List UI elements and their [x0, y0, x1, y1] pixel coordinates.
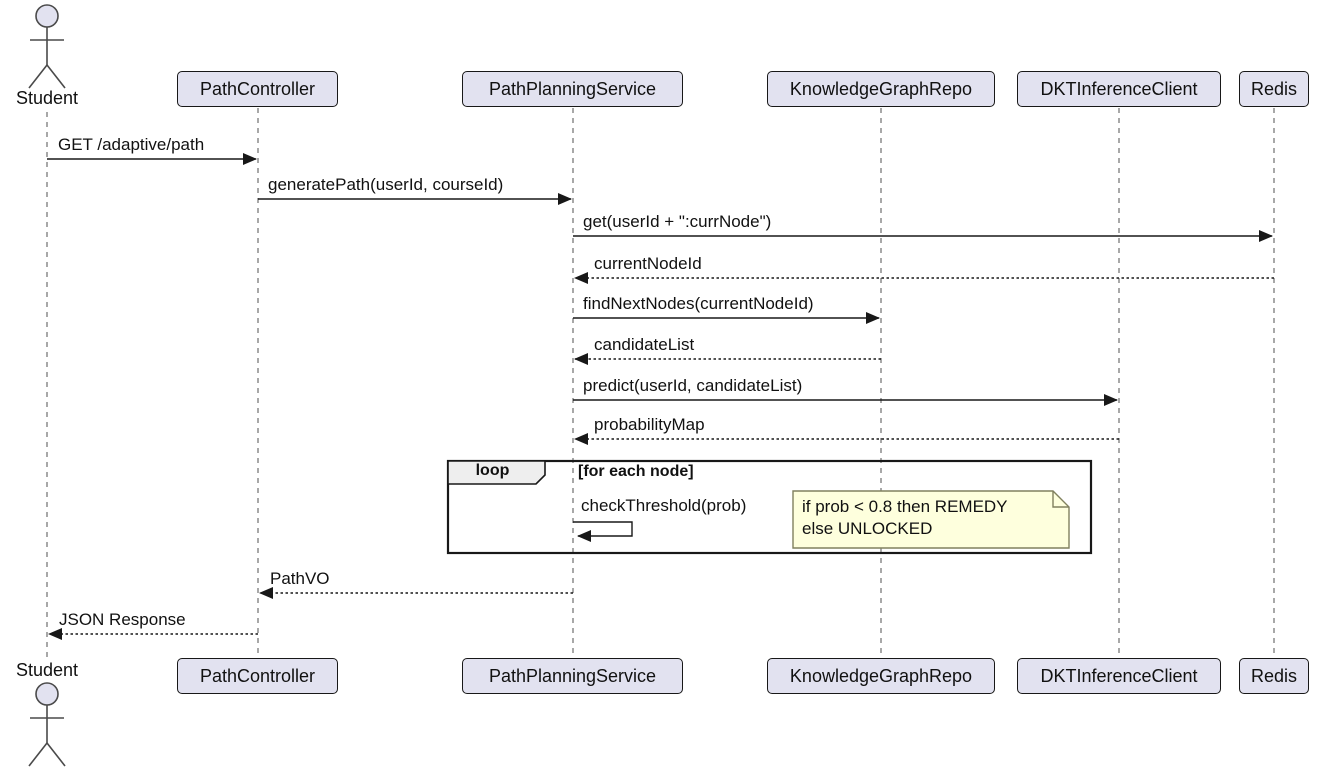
participant-top-dktinferenceclient: DKTInferenceClient — [1017, 71, 1221, 107]
message-label-checkthreshold: checkThreshold(prob) — [581, 496, 747, 515]
message-label-json-response: JSON Response — [59, 610, 186, 629]
actor-label-student-bottom: Student — [15, 660, 79, 680]
note-text-line-1: if prob < 0.8 then REMEDY — [802, 497, 1008, 516]
message-label-generatepath: generatePath(userId, courseId) — [268, 175, 504, 194]
message-label-get-adaptive-path: GET /adaptive/path — [58, 135, 205, 154]
message-label-pathvo: PathVO — [270, 569, 330, 588]
actor-head — [35, 4, 59, 28]
message-label-predict: predict(userId, candidateList) — [583, 376, 803, 395]
message-label-currentnodeid: currentNodeId — [594, 254, 702, 273]
participant-top-pathcontroller: PathController — [177, 71, 338, 107]
loop-fragment-frame — [446, 459, 1093, 555]
message-label-candidatelist: candidateList — [594, 335, 695, 354]
actor-figure-student-top — [28, 4, 66, 89]
note-fold-corner — [1052, 491, 1069, 508]
message-label-get-currnode: get(userId + ":currNode") — [583, 212, 772, 231]
actor-head — [35, 682, 59, 706]
participant-top-knowledgegraphrepo: KnowledgeGraphRepo — [767, 71, 995, 107]
loop-operator-label: loop — [475, 462, 510, 479]
participant-bottom-redis: Redis — [1239, 658, 1309, 694]
participant-bottom-knowledgegraphrepo: KnowledgeGraphRepo — [767, 658, 995, 694]
loop-fragment-tab — [447, 460, 546, 485]
participant-bottom-pathplanningservice: PathPlanningService — [462, 658, 683, 694]
arrow-checkthreshold-self — [573, 521, 633, 542]
participant-bottom-pathcontroller: PathController — [177, 658, 338, 694]
note-shape — [792, 490, 1070, 549]
participant-top-pathplanningservice: PathPlanningService — [462, 71, 683, 107]
participant-bottom-dktinferenceclient: DKTInferenceClient — [1017, 658, 1221, 694]
message-label-probabilitymap: probabilityMap — [594, 415, 705, 434]
actor-figure-student-bottom — [28, 682, 66, 767]
loop-guard-label: [for each node] — [578, 463, 694, 480]
participant-top-redis: Redis — [1239, 71, 1309, 107]
actor-label-student-top: Student — [15, 88, 79, 108]
note-text-line-2: else UNLOCKED — [802, 519, 933, 538]
message-label-findnextnodes: findNextNodes(currentNodeId) — [583, 294, 814, 313]
